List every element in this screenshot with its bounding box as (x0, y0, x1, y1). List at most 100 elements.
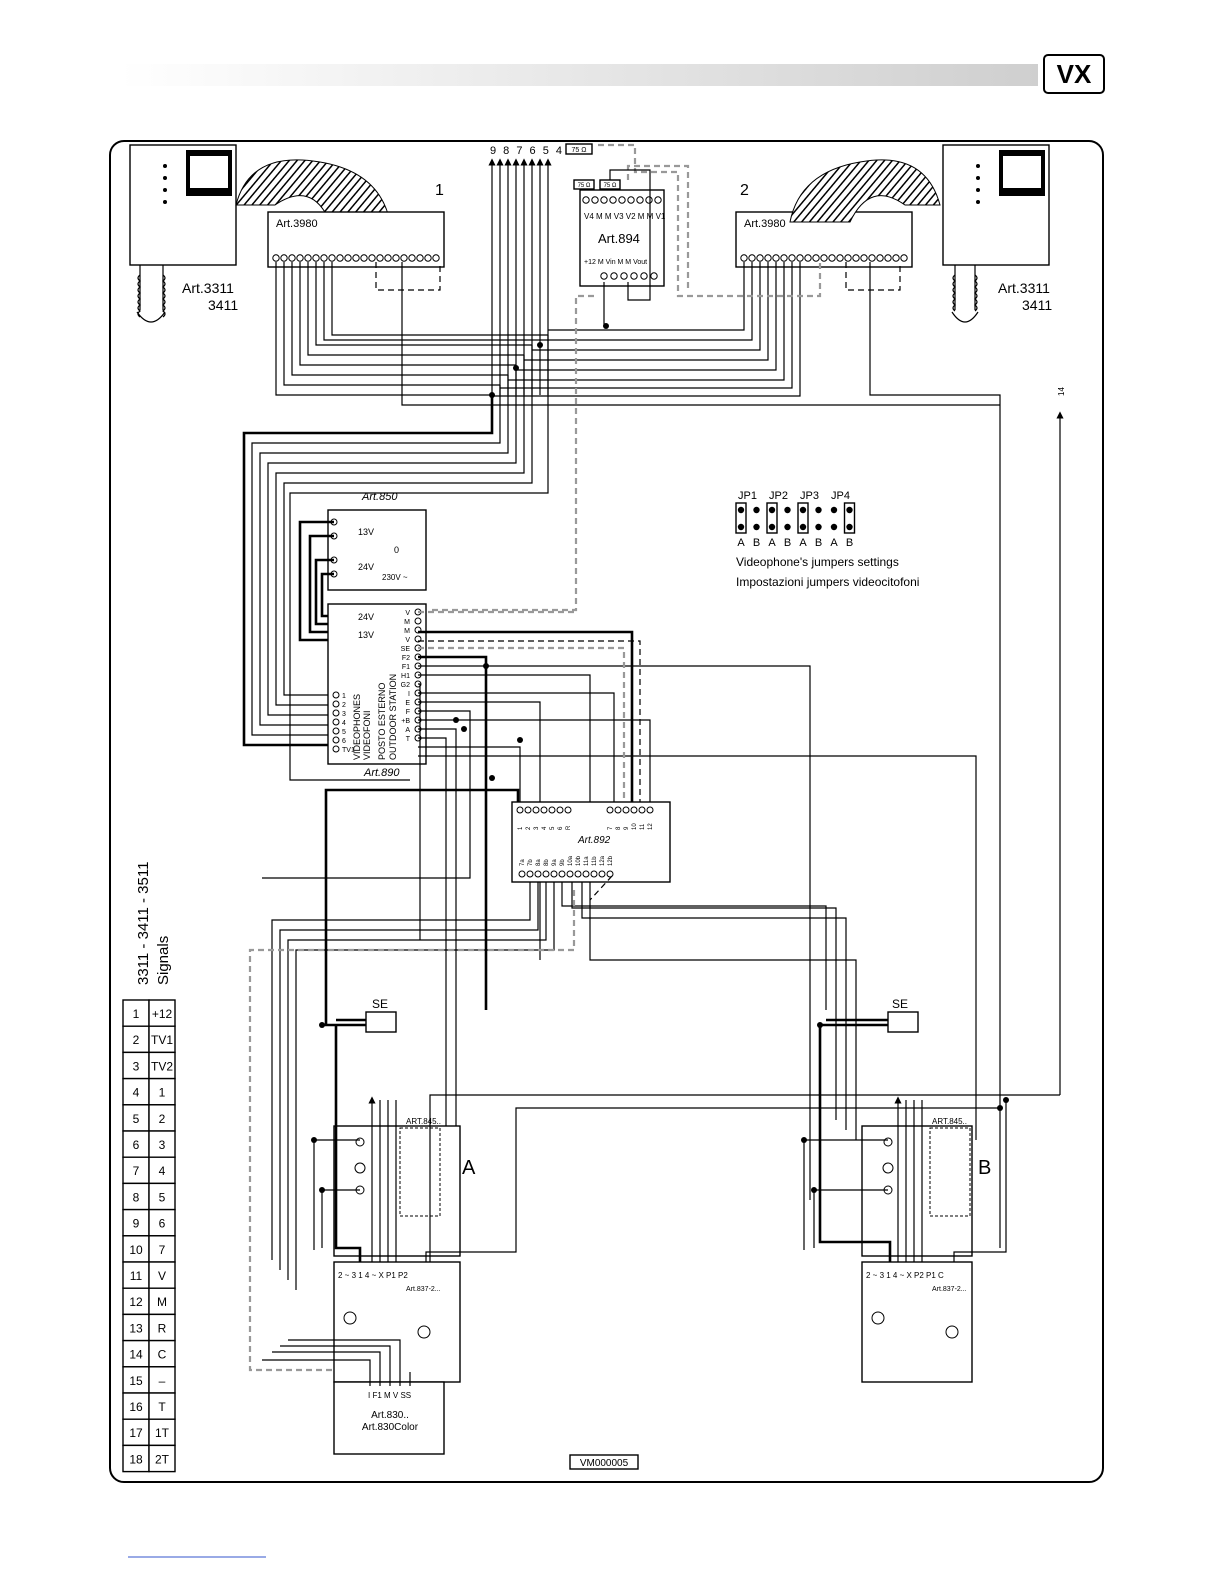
signal-name: 1T (155, 1426, 170, 1440)
terminal-label: 3 (342, 711, 346, 718)
table-cell (148, 999, 176, 1027)
terminal-label: 8b (544, 859, 550, 866)
svg-text:SE: SE (372, 997, 388, 1011)
terminal (780, 254, 788, 262)
jumper-name: JP1 (738, 490, 757, 502)
terminal (336, 254, 344, 262)
signal-number: 8 (133, 1190, 140, 1204)
terminal-label: M (404, 619, 410, 626)
jumper-pin (784, 506, 791, 514)
signal-name: TV1 (151, 1033, 173, 1047)
svg-text:+12 M Vin M M Vout: +12 M Vin M M Vout (584, 259, 647, 266)
terminal (852, 254, 860, 262)
logo-text: VX (1057, 59, 1092, 89)
jumper-position: B (753, 537, 760, 549)
jumper-position: B (784, 537, 791, 549)
signal-number: 12 (129, 1295, 143, 1309)
terminal (828, 254, 836, 262)
svg-text:13V: 13V (358, 527, 374, 537)
svg-text:3411: 3411 (208, 297, 238, 313)
svg-text:24V: 24V (358, 562, 374, 572)
se-unit-right: SE (820, 997, 919, 1033)
signal-number: 17 (129, 1426, 143, 1440)
terminal-label: +B (401, 718, 410, 725)
terminal (582, 196, 590, 204)
terminal (860, 254, 868, 262)
jumper-pin (815, 523, 822, 531)
outdoor-station-art890: 24V 13V POSTO ESTERNO OUTDOOR STATION VI… (327, 603, 427, 779)
terminal (320, 254, 328, 262)
terminal-label: 10a (568, 855, 574, 866)
signal-name: M (157, 1295, 167, 1309)
terminal (600, 272, 608, 280)
terminal (614, 806, 622, 814)
terminal (280, 254, 288, 262)
terminal (558, 870, 566, 878)
top-wiring: 14 (275, 143, 1066, 1248)
jumper-cap (797, 502, 809, 534)
terminal (636, 196, 644, 204)
switcher-art894: 75 Ω 75 Ω 75 Ω V4 M M V3 V2 M M V1 Art.8… (565, 143, 666, 287)
svg-text:Art.892: Art.892 (577, 835, 611, 846)
signal-number: 1 (133, 1007, 140, 1021)
jumper-pin (830, 523, 838, 531)
svg-text:I F1 M V SS: I F1 M V SS (368, 1391, 411, 1400)
svg-text:VIDEOPHONES: VIDEOPHONES (352, 694, 362, 760)
jumper-caption-it: Impostazioni jumpers videocitofoni (736, 575, 919, 589)
terminal-label: F (406, 709, 410, 716)
terminal-label: 6 (558, 826, 564, 830)
jumper-position: B (846, 537, 853, 549)
terminal (836, 254, 844, 262)
bus-numbers: 9 8 7 6 5 4 2 (490, 145, 577, 157)
jumper-position: B (815, 537, 822, 549)
terminal-label: 1 (342, 693, 346, 700)
jumper-position: A (768, 537, 776, 549)
jumper-pin (799, 506, 807, 514)
terminal (574, 870, 582, 878)
terminal (414, 617, 422, 625)
terminal (606, 870, 614, 878)
jumper-pin (768, 506, 776, 514)
signals-title: 3311 - 3411 - 3511 (135, 862, 152, 985)
terminal-label: 11 (640, 823, 646, 830)
signal-name: 2 (159, 1112, 166, 1126)
terminal (804, 254, 812, 262)
svg-text:Art.837-2...: Art.837-2... (406, 1286, 441, 1293)
terminal (416, 254, 424, 262)
terminal (526, 870, 534, 878)
diagram-frame (109, 140, 1104, 1483)
svg-text:0: 0 (394, 545, 399, 555)
interface-left: Art.3980 1 (267, 182, 445, 268)
terminal-label: M (404, 628, 410, 635)
terminal-label: 4 (542, 826, 548, 830)
table-cell (148, 1366, 176, 1394)
terminal (332, 700, 340, 708)
table-cell (148, 1287, 176, 1316)
svg-text:Art.830Color: Art.830Color (362, 1422, 419, 1433)
terminal (609, 196, 617, 204)
terminal (788, 254, 796, 262)
svg-text:Art.3311: Art.3311 (182, 280, 234, 296)
terminal-label: 12a (600, 855, 606, 866)
svg-text:Art.3980: Art.3980 (744, 218, 786, 230)
terminal (328, 254, 336, 262)
signal-number: 5 (133, 1112, 140, 1126)
psu-art850: Art.850 13V 24V 0 230V ~ (298, 491, 427, 642)
terminal (868, 254, 876, 262)
terminal (540, 806, 548, 814)
jumper-pin (830, 506, 838, 514)
terminal (876, 254, 884, 262)
terminal-label: V (405, 610, 410, 617)
terminal-label: 9 (624, 826, 630, 830)
svg-text:SE: SE (892, 997, 908, 1011)
monitor-right: Art.3311 3411 (942, 144, 1052, 323)
terminal-label: 12b (608, 855, 614, 866)
terminal (424, 254, 432, 262)
svg-text:3411: 3411 (1022, 297, 1052, 313)
jumper-caption-en: Videophone's jumpers settings (736, 555, 899, 569)
svg-text:A: A (462, 1157, 476, 1179)
terminal (352, 254, 360, 262)
terminal-label: 5 (550, 826, 556, 830)
